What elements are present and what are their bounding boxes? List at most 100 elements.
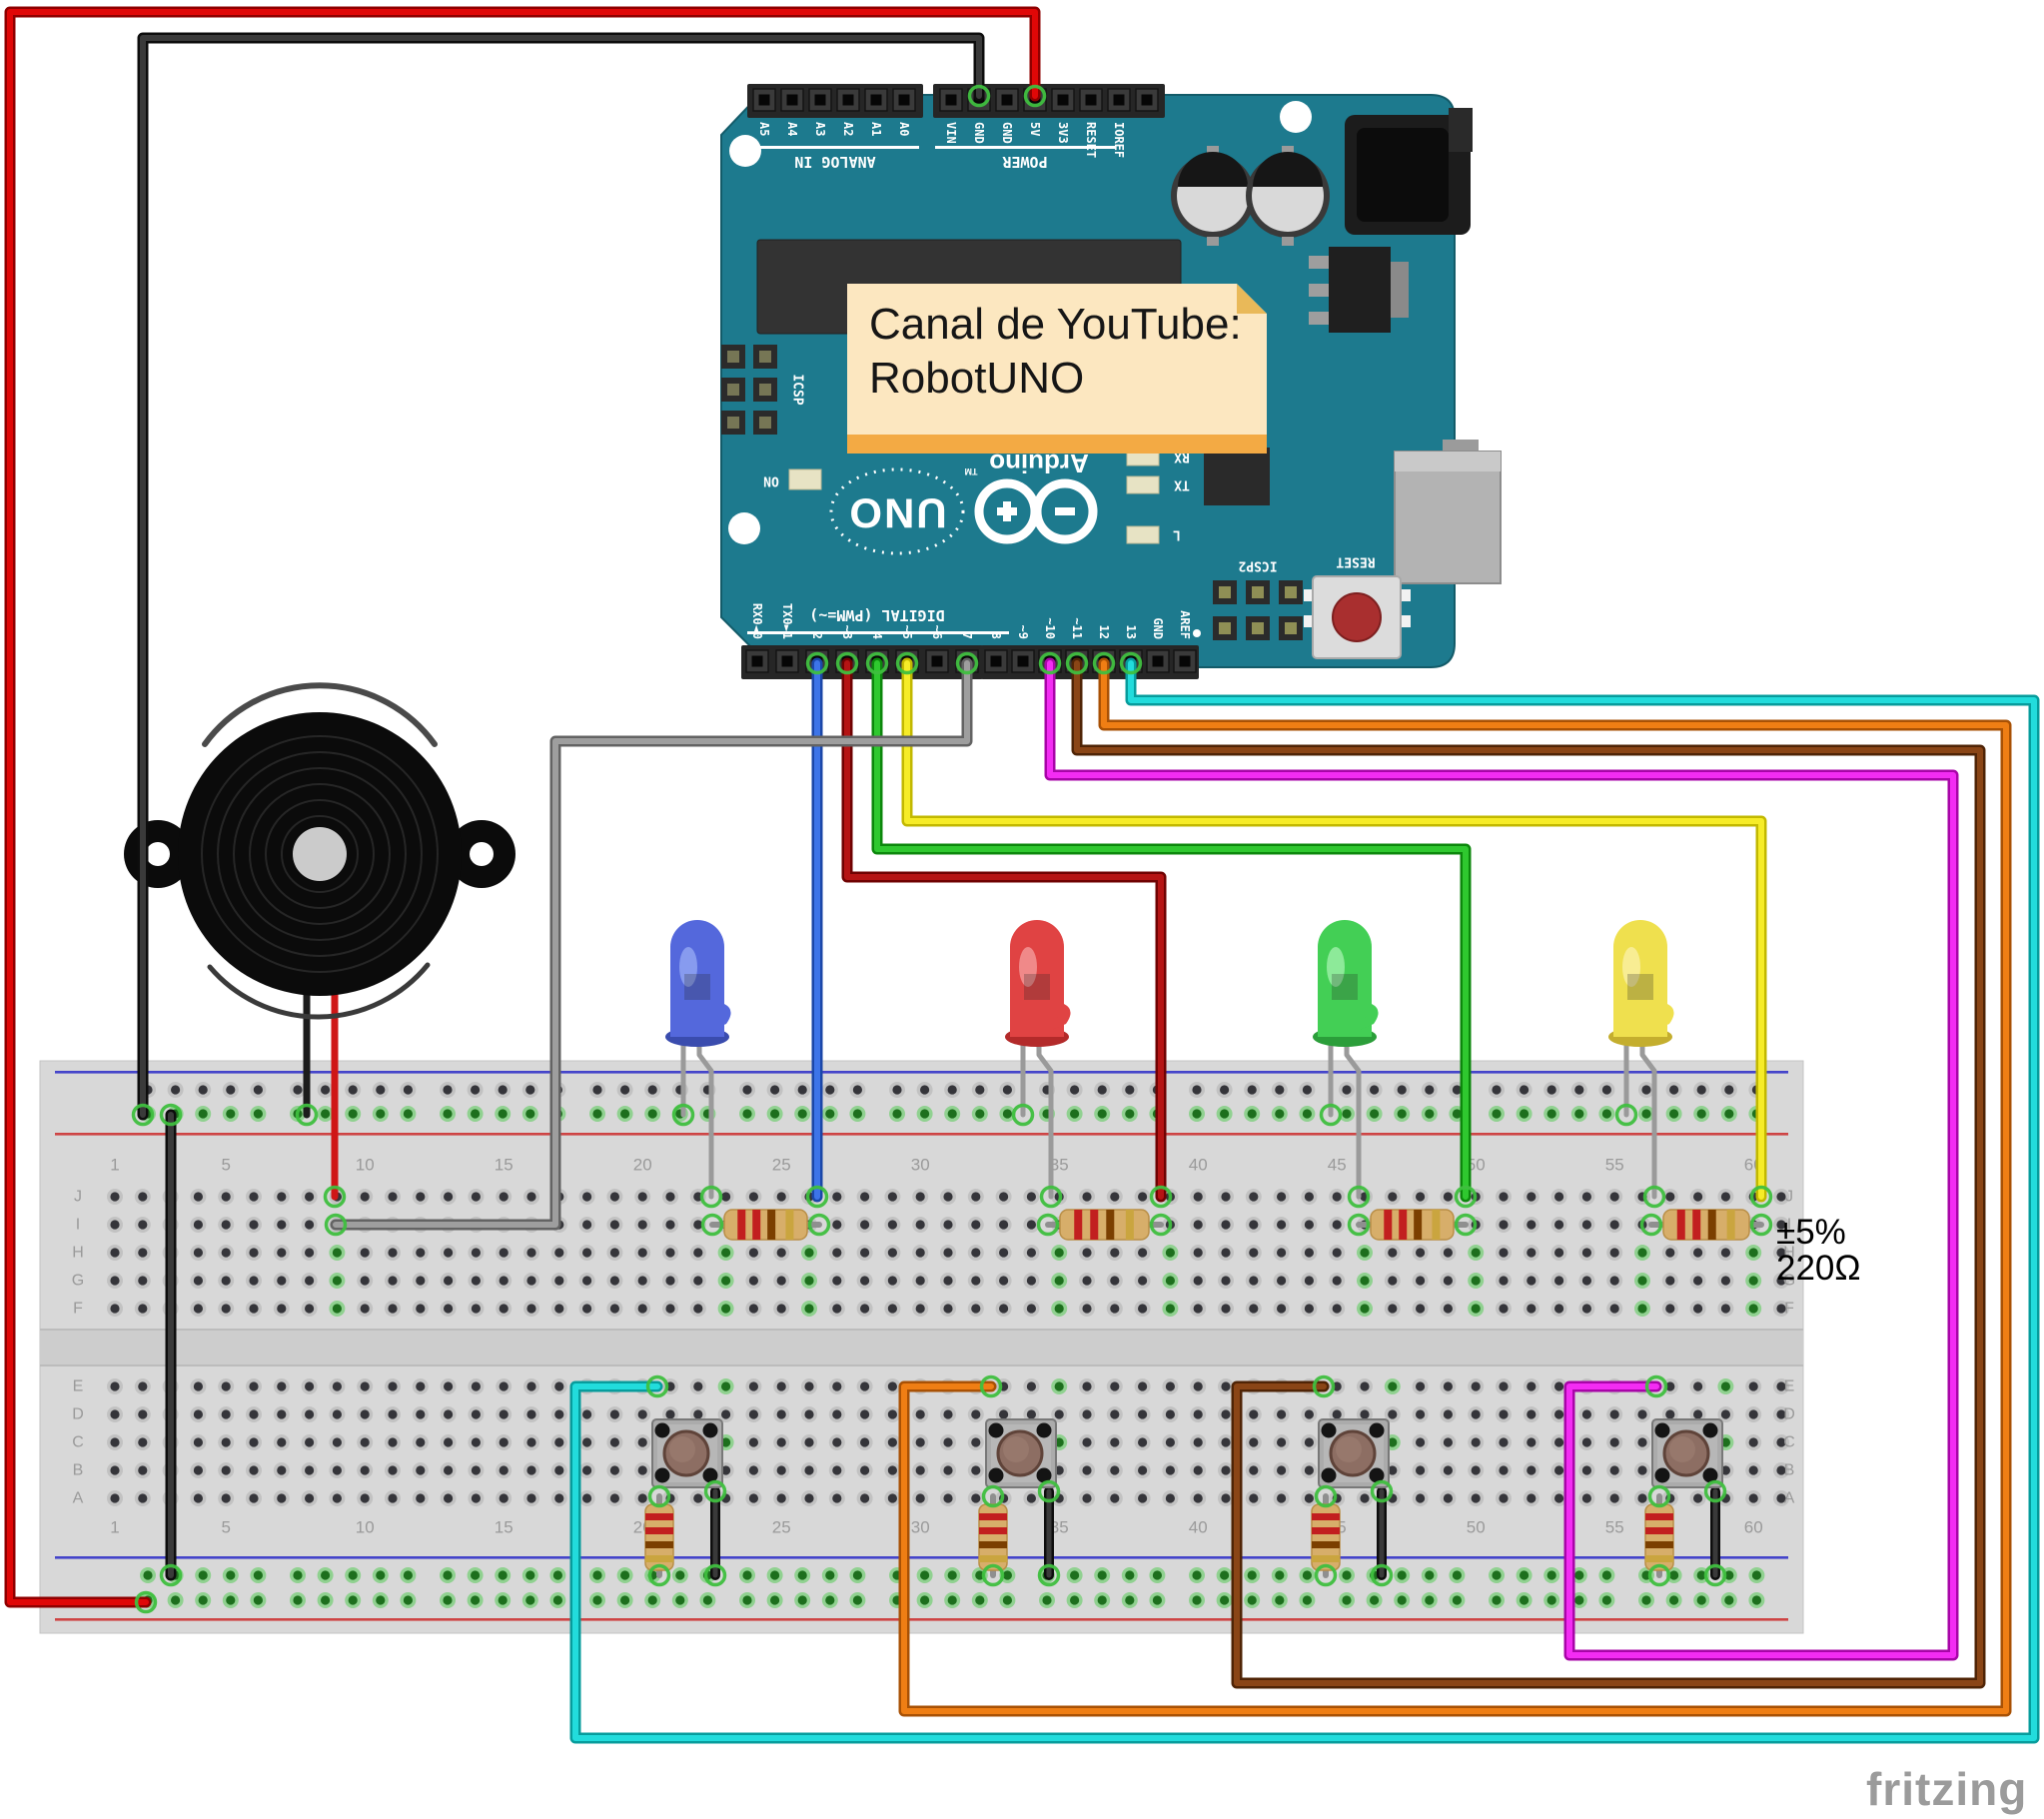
wire-5v-red[interactable] [4,6,1041,1608]
pushbutton[interactable] [651,1418,723,1488]
connection-point [1092,651,1116,675]
icsp-label: ICSP [790,374,805,405]
mounting-hole [1280,101,1312,133]
column-number: 20 [633,1156,652,1175]
column-number: 35 [1050,1518,1069,1537]
pin-label-power: IOREF [1112,122,1126,158]
row-letter: G [1783,1273,1795,1290]
led-yellow[interactable] [1608,920,1674,1200]
wire-d4-green[interactable] [871,657,1472,1203]
resistor-led-4[interactable] [1648,1209,1764,1241]
power-label: POWER [1001,153,1047,171]
resistor-led-3[interactable] [1356,1209,1469,1241]
connection-point [1454,1213,1478,1237]
row-letter: C [1783,1434,1795,1451]
wire-d3-darkred[interactable] [841,657,1167,1203]
connection-point [1370,1563,1394,1587]
connection-point [647,1484,671,1508]
column-number: 25 [772,1518,791,1537]
row-letter: J [74,1189,82,1206]
wire-gnd-black[interactable] [137,32,985,1121]
button-resistor[interactable] [978,1493,1008,1578]
column-number: 5 [221,1518,230,1537]
column-number: 55 [1605,1518,1624,1537]
piezo-buzzer[interactable] [124,682,515,1020]
pushbutton[interactable] [985,1418,1057,1488]
circuit-components [124,682,1764,1580]
connection-point [981,1563,1005,1587]
pin-label-power: GND [972,122,986,144]
connection-point [1703,1479,1727,1503]
connection-point [1119,651,1143,675]
row-letter: F [73,1301,83,1318]
connection-point [1039,1185,1063,1209]
row-letter: I [1787,1217,1791,1234]
column-number: 40 [1189,1156,1208,1175]
column-number: 50 [1467,1518,1486,1537]
voltage-regulator [1329,247,1391,333]
sticky-note[interactable]: Canal de YouTube: RobotUNO [847,284,1267,454]
wire-d10-magenta[interactable] [1044,657,1959,1661]
tx-label: TX [1174,477,1190,492]
sticky-note-line1: Canal de YouTube: [869,300,1242,349]
column-number: 1 [110,1518,119,1537]
on-label: ON [763,473,779,488]
column-number: 45 [1328,1156,1347,1175]
pin-label-digital: 4 [870,632,884,639]
icsp2-label: ICSP2 [1238,558,1277,573]
connection-point [159,1103,183,1127]
pushbutton[interactable] [1651,1418,1723,1488]
wire-d11-brown[interactable] [1071,657,1986,1689]
row-letter: H [1783,1245,1795,1262]
wire-d7-gray[interactable] [330,657,973,1231]
connection-point [1347,1213,1371,1237]
led-blue[interactable] [665,920,731,1200]
row-letter: I [76,1217,80,1234]
button-resistor[interactable] [644,1493,674,1578]
connection-point [1314,1563,1338,1587]
pin-label-power: 5V [1028,122,1042,136]
pin-label-digital: GND [1151,617,1165,639]
connection-point [645,1374,669,1398]
l-label: L [1173,527,1181,542]
connection-point [324,1213,348,1237]
reset-button[interactable] [1304,575,1411,659]
column-number: 15 [495,1518,513,1537]
connection-point [1038,651,1062,675]
connection-point [159,1563,183,1587]
power-led [788,468,822,490]
pin-label-analog: A5 [757,122,771,136]
connection-point [981,1484,1005,1508]
column-number: 10 [356,1518,375,1537]
column-number: 40 [1189,1518,1208,1537]
resistor-led-2[interactable] [1045,1209,1164,1241]
breadboard[interactable]: 1155101015152020252530303535404045455050… [39,1060,1804,1634]
connection-point [1023,84,1047,108]
pin-label-power: RESET [1084,122,1098,158]
row-letter: A [73,1490,84,1507]
led-red[interactable] [1005,920,1071,1200]
column-number: 55 [1605,1156,1624,1175]
led-green[interactable] [1313,920,1379,1200]
connection-point [1037,1563,1061,1587]
connection-point [1314,1484,1338,1508]
connection-point [807,1213,831,1237]
connection-point [703,1479,727,1503]
wire-d12-orange[interactable] [898,657,2012,1717]
button-resistor[interactable] [1311,1493,1341,1578]
button-resistor[interactable] [1644,1493,1674,1578]
resistance-line: 220Ω [1776,1249,1861,1289]
pin-label-digital: 7 [960,632,974,639]
row-letter: C [72,1434,84,1451]
connection-highlights [131,84,1773,1614]
resistor-led-1[interactable] [709,1209,822,1241]
row-letter: J [1785,1189,1793,1206]
pin-label-power: GND [1000,122,1014,144]
wire-d13-cyan[interactable] [569,657,2040,1744]
row-letter: B [1784,1462,1795,1479]
connection-point [1639,1213,1663,1237]
pushbutton[interactable] [1318,1418,1390,1488]
pin-label-analog: A2 [841,122,855,136]
